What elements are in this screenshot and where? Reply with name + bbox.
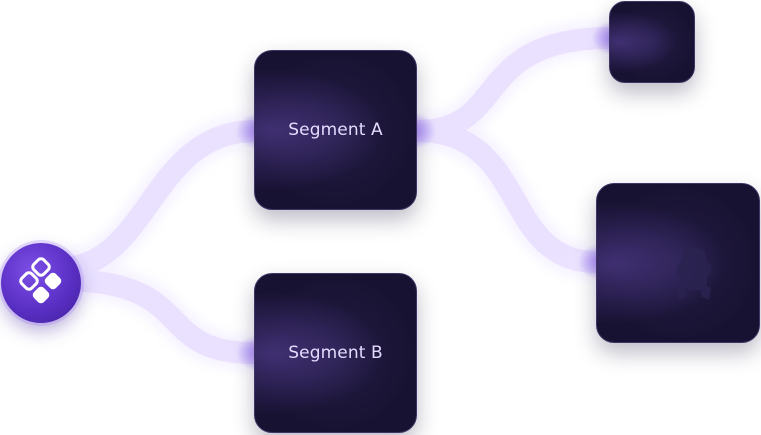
connector-hub-to-segment-a (49, 120, 266, 279)
destination-node-large (596, 183, 760, 343)
segment-a-node: Segment A (254, 50, 417, 210)
segment-b-node: Segment B (254, 273, 417, 433)
segment-a-label: Segment A (288, 120, 383, 140)
faint-mascot-icon (676, 249, 712, 300)
component-blocks-icon (19, 257, 62, 304)
hub-node (1, 243, 81, 323)
connector-hub-to-segment-b (49, 269, 266, 364)
connector-segment-a-to-large-node (406, 120, 608, 273)
segment-b-label: Segment B (288, 343, 383, 363)
destination-node-small (609, 1, 695, 83)
